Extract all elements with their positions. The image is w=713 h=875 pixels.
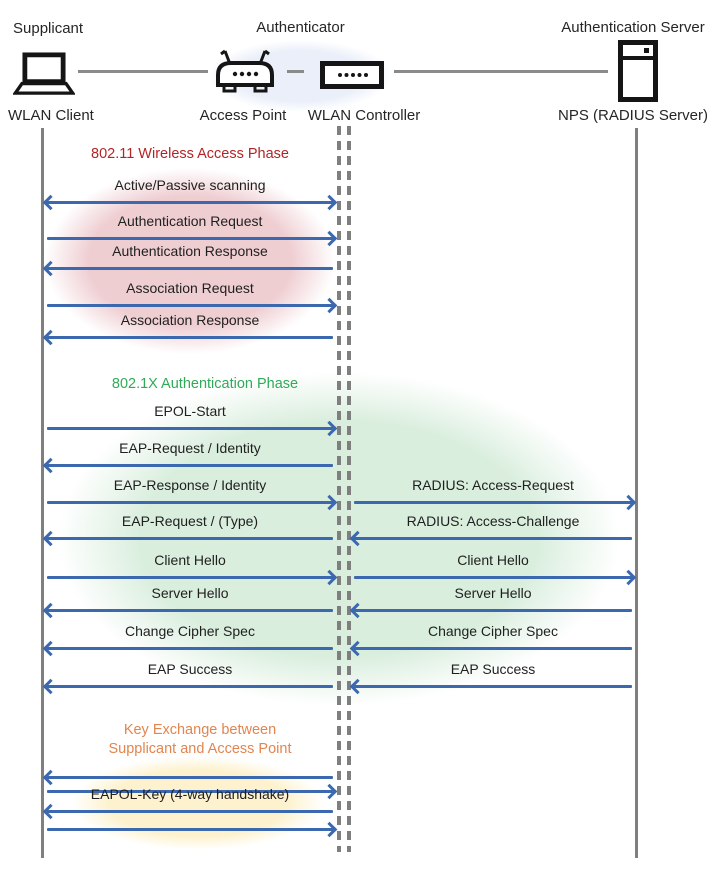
message-arrow (352, 494, 637, 510)
arrowhead-left (349, 530, 366, 546)
message-arrow (349, 530, 634, 546)
supplicant-role-label: Supplicant (13, 20, 84, 37)
arrowhead-left (42, 678, 59, 694)
arrowhead-right (620, 494, 637, 510)
message-arrow (42, 260, 335, 276)
message-label: Server Hello (151, 585, 229, 601)
arrowhead-left (349, 640, 366, 656)
arrowhead-right (620, 569, 637, 585)
phase1-ellipse (45, 168, 335, 354)
nps-radius-server-label: NPS (RADIUS Server) (557, 107, 709, 124)
server-icon (618, 40, 658, 102)
phase1-title: 802.11 Wireless Access Phase (91, 146, 289, 162)
message-arrow (42, 530, 335, 546)
message-label: Client Hello (154, 552, 226, 568)
message-label: RADIUS: Access-Challenge (406, 513, 580, 529)
access-point-icon (216, 49, 274, 93)
arrowhead-right (321, 494, 338, 510)
wlan-controller-icon (320, 61, 384, 89)
message-arrow (352, 569, 637, 585)
access-point-label: Access Point (199, 107, 287, 124)
phase3-ellipse (72, 756, 324, 850)
message-label: Client Hello (457, 552, 529, 568)
message-arrow (42, 457, 335, 473)
message-arrow (42, 602, 335, 618)
arrowhead-left (349, 602, 366, 618)
message-arrow (42, 194, 338, 210)
message-arrow (45, 783, 338, 799)
message-arrow (45, 297, 338, 313)
message-arrow (45, 494, 338, 510)
phase2-title: 802.1X Authentication Phase (111, 376, 299, 392)
connector-line (78, 70, 208, 73)
authenticator-lifeline-dash-2 (347, 126, 351, 852)
message-arrow (45, 569, 338, 585)
message-label: EAP-Request / Identity (119, 440, 261, 456)
arrowhead-right (321, 821, 338, 837)
message-label: Authentication Request (117, 213, 263, 229)
supplicant-lifeline (41, 128, 44, 858)
message-label: RADIUS: Access-Request (412, 477, 574, 493)
message-arrow (349, 640, 634, 656)
arrowhead-left (42, 194, 59, 210)
message-arrow (42, 803, 335, 819)
wlan-controller-label: WLAN Controller (307, 107, 421, 124)
phase3-title-line1: Key Exchange between (123, 722, 277, 738)
arrowhead-left (42, 602, 59, 618)
message-arrow (45, 420, 338, 436)
wlan-client-label: WLAN Client (8, 107, 94, 124)
arrowhead-right (321, 194, 338, 210)
message-arrow (45, 230, 338, 246)
message-label: Association Response (120, 312, 260, 328)
connector-line (394, 70, 608, 73)
phase3-title-line2: Supplicant and Access Point (108, 741, 292, 757)
arrowhead-right (321, 569, 338, 585)
message-label: Change Cipher Spec (125, 623, 255, 639)
message-arrow (42, 678, 335, 694)
message-label: Change Cipher Spec (428, 623, 558, 639)
message-label: Authentication Response (112, 243, 268, 259)
connector-dash (287, 70, 304, 73)
server-lifeline (635, 128, 638, 858)
message-label: EAP-Response / Identity (113, 477, 267, 493)
message-arrow (45, 821, 338, 837)
message-label: EAPOL-Key (4-way handshake) (90, 786, 290, 802)
message-arrow (42, 329, 335, 345)
arrowhead-left (42, 260, 59, 276)
message-label: Active/Passive scanning (114, 177, 266, 193)
authenticator-lifeline-dash-1 (337, 126, 341, 852)
message-label: EAP Success (450, 661, 536, 677)
message-label: EPOL-Start (154, 403, 226, 419)
message-label: EAP Success (147, 661, 233, 677)
message-label: Server Hello (454, 585, 532, 601)
arrowhead-right (321, 297, 338, 313)
laptop-icon (13, 52, 75, 95)
message-label: EAP-Request / (Type) (121, 513, 259, 529)
message-label: Association Request (126, 280, 254, 296)
auth-server-role-label: Authentication Server (561, 19, 705, 36)
arrowhead-right (321, 420, 338, 436)
arrowhead-left (42, 803, 59, 819)
arrowhead-left (349, 678, 366, 694)
authenticator-role-label: Authenticator (256, 19, 345, 36)
message-arrow (349, 678, 634, 694)
arrowhead-left (42, 457, 59, 473)
message-arrow (349, 602, 634, 618)
arrowhead-left (42, 329, 59, 345)
message-arrow (42, 769, 335, 785)
arrowhead-left (42, 640, 59, 656)
arrowhead-left (42, 530, 59, 546)
message-arrow (42, 640, 335, 656)
